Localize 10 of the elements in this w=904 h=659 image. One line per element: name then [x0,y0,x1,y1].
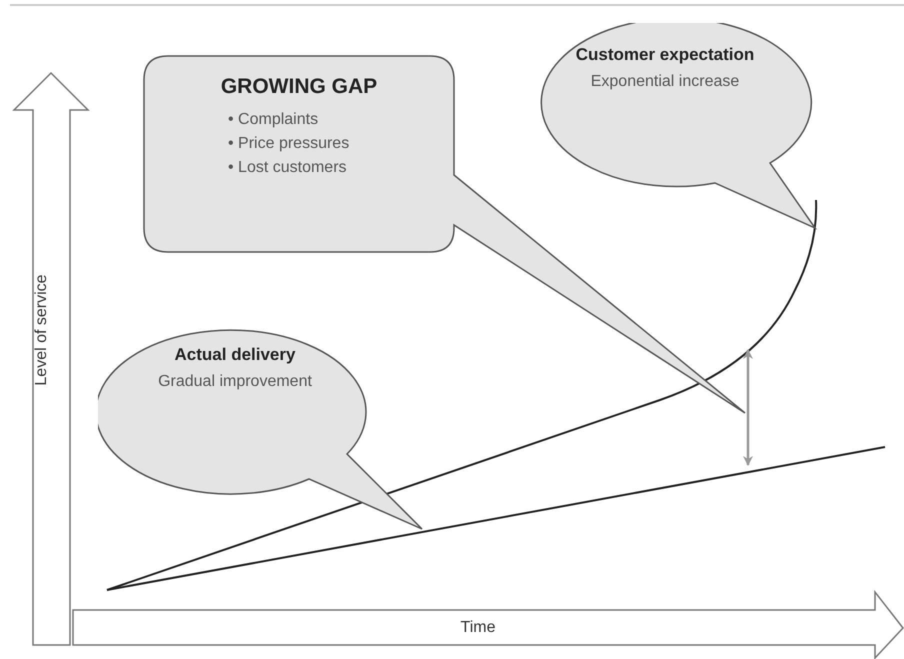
bullet-item: • Complaints [228,111,318,129]
bullet-item: • Price pressures [228,135,350,153]
callout-text: Gradual improvement [158,373,312,391]
bullet-item: • Lost customers [228,159,347,177]
callout-heading: GROWING GAP [220,75,378,99]
callout-heading: Actual delivery [174,345,296,365]
y-axis-label: Level of service [33,274,51,386]
callout-heading: Customer expectation [576,45,754,65]
x-axis-label: Time [460,619,496,637]
callout-text: Exponential increase [590,73,740,91]
